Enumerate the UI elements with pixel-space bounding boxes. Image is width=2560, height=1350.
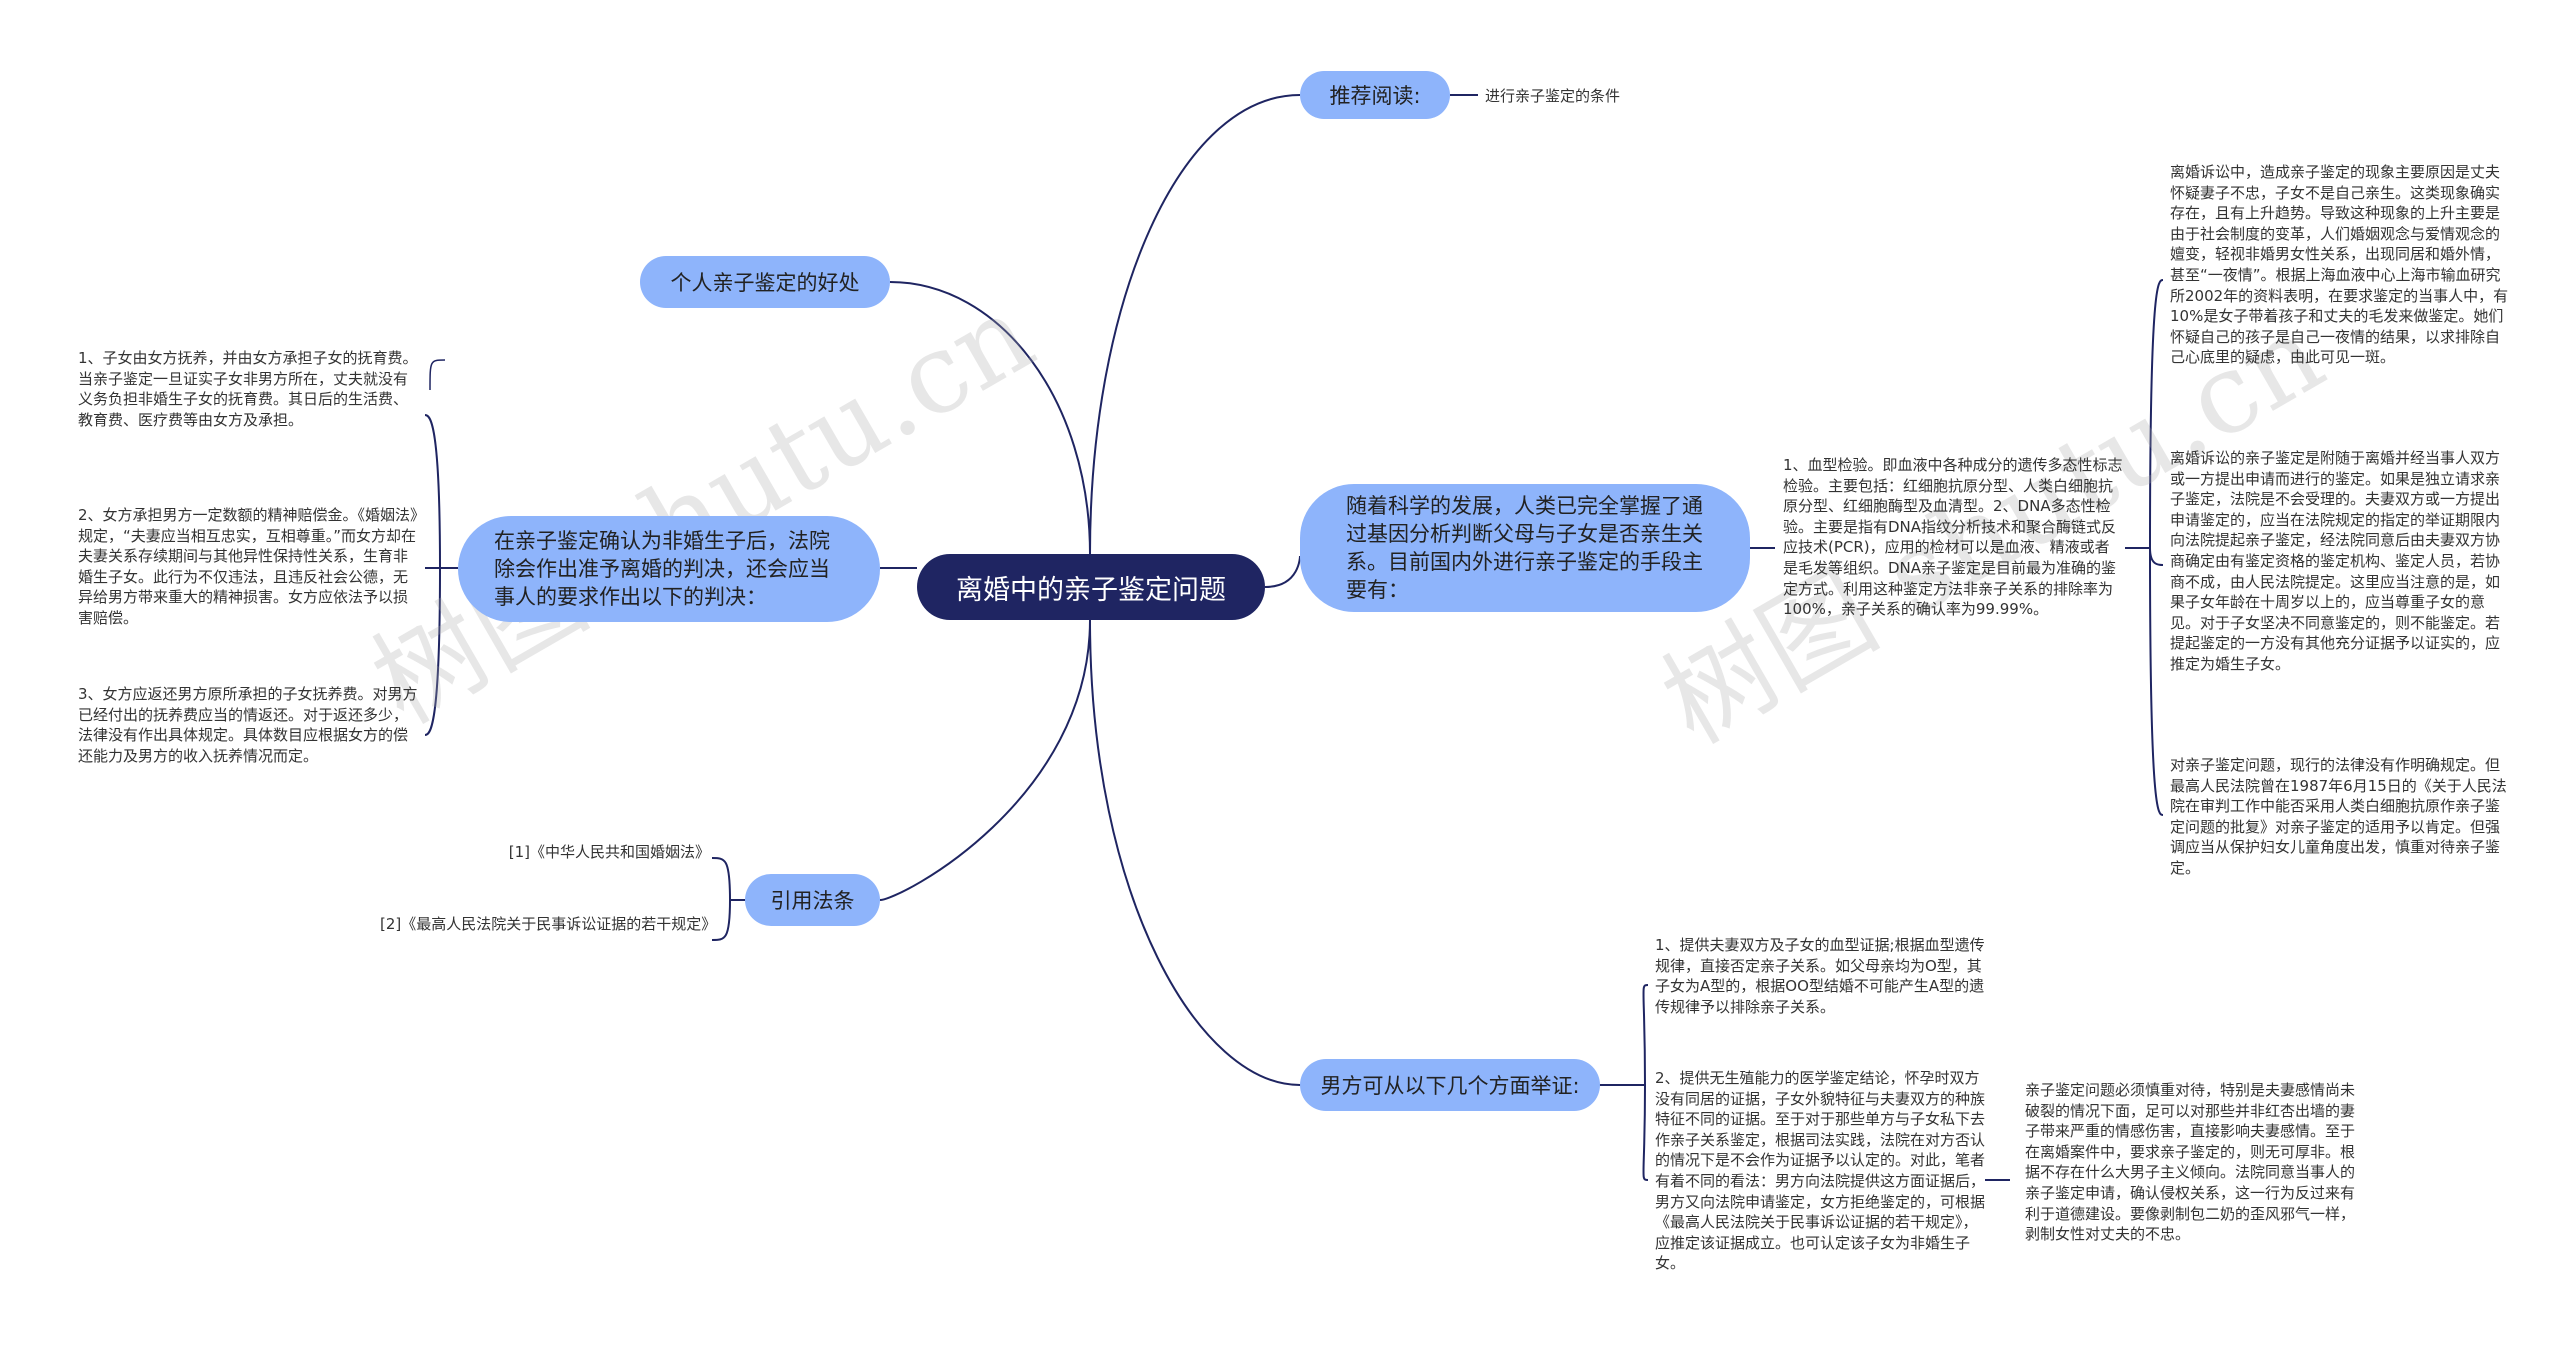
root-topic[interactable]: 离婚中的亲子鉴定问题 <box>917 554 1265 620</box>
law-leaf-2[interactable]: [2]《最高人民法院关于民事诉讼证据的若干规定》 <box>380 915 717 933</box>
evidence-leaf-1: 1、提供夫妻双方及子女的血型证据;根据血型遗传规律，直接否定亲子关系。如父母亲均… <box>1655 936 1985 1016</box>
branch-evidence[interactable]: 男方可从以下几个方面举证: <box>1300 1059 1600 1111</box>
recommend-link[interactable]: 进行亲子鉴定的条件 <box>1485 87 1621 105</box>
science-method: 1、血型检验。即血液中各种成分的遗传多态性标志检验。主要包括：红细胞抗原分型、人… <box>1783 456 2123 619</box>
branch-recommend-label: 推荐阅读: <box>1329 84 1421 108</box>
evidence-leaf-2: 2、提供无生殖能力的医学鉴定结论，怀孕时双方没有同居的证据，子女外貌特征与夫妻双… <box>1655 1069 1986 1273</box>
law-leaf-1[interactable]: [1]《中华人民共和国婚姻法》 <box>508 843 710 861</box>
branch-science-label: 随着科学的发展，人类已完全掌握了通过基因分析判断父母与子女是否亲生关系。目前国内… <box>1346 494 1703 602</box>
branch-judgment[interactable]: 在亲子鉴定确认为非婚生子后，法院除会作出准予离婚的判决，还会应当事人的要求作出以… <box>458 516 880 622</box>
branch-evidence-label: 男方可从以下几个方面举证: <box>1320 1074 1580 1098</box>
branch-benefit[interactable]: 个人亲子鉴定的好处 <box>640 256 890 308</box>
branch-law[interactable]: 引用法条 <box>745 874 880 926</box>
judgment-leaf-1: 1、子女由女方抚养，并由女方承担子女的抚育费。当亲子鉴定一旦证实子女非男方所在，… <box>78 349 418 429</box>
judgment-leaf-2: 2、女方承担男方一定数额的精神赔偿金。《婚姻法》规定，“夫妻应当相互忠实，互相尊… <box>78 506 418 627</box>
branch-science[interactable]: 随着科学的发展，人类已完全掌握了通过基因分析判断父母与子女是否亲生关系。目前国内… <box>1300 484 1750 612</box>
branch-recommend[interactable]: 推荐阅读: <box>1300 71 1450 119</box>
science-note-2: 离婚诉讼的亲子鉴定是附随于离婚并经当事人双方或一方提出申请而进行的鉴定。如果是独… <box>2170 449 2501 673</box>
science-note-3: 对亲子鉴定问题，现行的法律没有作明确规定。但最高人民法院曾在1987年6月15日… <box>2170 756 2507 877</box>
root-title: 离婚中的亲子鉴定问题 <box>956 574 1226 606</box>
branch-law-label: 引用法条 <box>770 889 855 913</box>
evidence-note: 亲子鉴定问题必须慎重对待，特别是夫妻感情尚未破裂的情况下面，足可以对那些并非红杏… <box>2025 1081 2356 1244</box>
judgment-leaf-3: 3、女方应返还男方原所承担的子女抚养费。对男方已经付出的抚养费应当的情返还。对于… <box>78 685 418 765</box>
science-note-1: 离婚诉讼中，造成亲子鉴定的现象主要原因是丈夫怀疑妻子不忠，子女不是自己亲生。这类… <box>2170 163 2509 367</box>
branch-judgment-label: 在亲子鉴定确认为非婚生子后，法院除会作出准予离婚的判决，还会应当事人的要求作出以… <box>494 529 830 609</box>
branch-benefit-label: 个人亲子鉴定的好处 <box>670 271 860 295</box>
